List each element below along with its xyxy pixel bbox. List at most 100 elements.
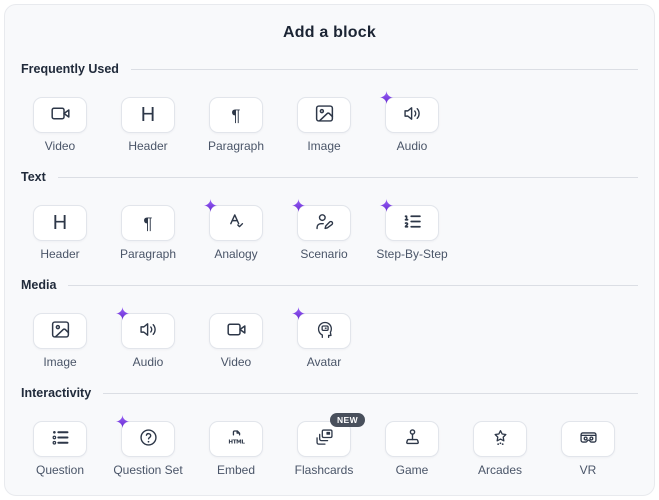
block-item: Video (197, 313, 275, 369)
new-badge: NEW (329, 413, 365, 427)
block-item: ¶ Paragraph (197, 97, 275, 153)
block-label: Audio (132, 355, 164, 369)
block-item: Step-By-Step (373, 198, 451, 261)
analogy-block-button[interactable] (203, 198, 263, 241)
block-label: Header (128, 139, 168, 153)
image-icon (50, 319, 71, 343)
block-item: H Header (21, 205, 99, 261)
ai-sparkle-icon (379, 90, 394, 105)
block-item: H Header (109, 97, 187, 153)
vr-block-button[interactable] (561, 421, 615, 457)
block-label: Embed (216, 463, 256, 477)
question-set-block-button[interactable] (115, 414, 175, 457)
block-label: Audio (396, 139, 428, 153)
block-label: Avatar (306, 355, 342, 369)
block-item: Analogy (197, 198, 275, 261)
scenario-block-button[interactable] (291, 198, 351, 241)
audio-icon (138, 319, 159, 343)
ai-sparkle-icon (291, 198, 306, 213)
header-icon: H (52, 212, 68, 234)
step-by-step-block-button[interactable] (379, 198, 439, 241)
block-label: Header (40, 247, 80, 261)
video-block-button[interactable] (209, 313, 263, 349)
block-item: Arcades (461, 421, 539, 477)
block-item: Game (373, 421, 451, 477)
block-grid: Image Audio Video Avatar (21, 305, 638, 369)
block-label: Question (35, 463, 85, 477)
section-label: Interactivity (21, 386, 92, 400)
block-label: Analogy (214, 247, 258, 261)
section-header-text: Text (21, 170, 638, 185)
avatar-icon (314, 319, 335, 343)
ai-sparkle-icon (379, 198, 394, 213)
embed-block-button[interactable]: HTML (209, 421, 263, 457)
block-label: Image (307, 139, 341, 153)
block-item: Image (21, 313, 99, 369)
section-header-media: Media (21, 278, 638, 293)
ai-sparkle-icon (115, 306, 130, 321)
image-block-button[interactable] (297, 97, 351, 133)
block-item: Audio (373, 90, 451, 153)
section-label: Media (21, 278, 57, 292)
sections-container: Frequently Used Video H Header ¶ Paragra… (21, 62, 638, 477)
paragraph-icon: ¶ (143, 213, 153, 233)
block-label: Paragraph (119, 247, 177, 261)
block-label: Image (43, 355, 77, 369)
section-divider (103, 393, 638, 394)
block-label: Question Set (113, 463, 183, 477)
paragraph-icon: ¶ (231, 105, 241, 125)
block-label: VR (579, 463, 597, 477)
audio-block-button[interactable] (115, 306, 175, 349)
arcades-block-button[interactable] (473, 421, 527, 457)
header-icon: H (140, 104, 156, 126)
block-label: Paragraph (207, 139, 265, 153)
block-item: Question (21, 421, 99, 477)
image-icon (314, 103, 335, 127)
analogy-icon (226, 211, 247, 235)
audio-block-button[interactable] (379, 90, 439, 133)
block-item: Scenario (285, 198, 363, 261)
section-header-interactivity: Interactivity (21, 386, 638, 401)
ai-sparkle-icon (115, 414, 130, 429)
ai-sparkle-icon (203, 198, 218, 213)
paragraph-block-button[interactable]: ¶ (121, 205, 175, 241)
block-label: Video (44, 139, 76, 153)
question-icon (50, 427, 71, 451)
game-block-button[interactable] (385, 421, 439, 457)
add-block-dialog: Add a block Frequently Used Video H Head… (4, 4, 655, 496)
video-icon (50, 103, 71, 127)
header-block-button[interactable]: H (121, 97, 175, 133)
section-divider (130, 69, 638, 70)
header-block-button[interactable]: H (33, 205, 87, 241)
block-grid: H Header ¶ Paragraph Analogy Scenario St… (21, 197, 638, 261)
block-item: HTML Embed (197, 421, 275, 477)
block-label: Game (395, 463, 429, 477)
block-item: VR (549, 421, 627, 477)
avatar-block-button[interactable] (291, 306, 351, 349)
block-item: Image (285, 97, 363, 153)
paragraph-block-button[interactable]: ¶ (209, 97, 263, 133)
section-divider (68, 285, 638, 286)
question-block-button[interactable] (33, 421, 87, 457)
image-block-button[interactable] (33, 313, 87, 349)
block-label: Step-By-Step (376, 247, 448, 261)
block-label: Arcades (477, 463, 523, 477)
ai-sparkle-icon (291, 306, 306, 321)
block-label: Flashcards (294, 463, 354, 477)
flashcards-block-button[interactable]: NEW (297, 413, 365, 457)
block-grid: Video H Header ¶ Paragraph Image Audio (21, 89, 638, 153)
dialog-title: Add a block (283, 24, 376, 41)
step-by-step-icon (402, 211, 423, 235)
flashcards-icon (314, 427, 335, 451)
section-label: Text (21, 170, 46, 184)
video-block-button[interactable] (33, 97, 87, 133)
video-icon (226, 319, 247, 343)
block-label: Scenario (300, 247, 348, 261)
block-item: Question Set (109, 414, 187, 477)
block-label: Video (220, 355, 252, 369)
section-header-frequently-used: Frequently Used (21, 62, 638, 77)
section-label: Frequently Used (21, 62, 119, 76)
embed-icon: HTML (226, 427, 247, 451)
block-item: Audio (109, 306, 187, 369)
block-item: ¶ Paragraph (109, 205, 187, 261)
